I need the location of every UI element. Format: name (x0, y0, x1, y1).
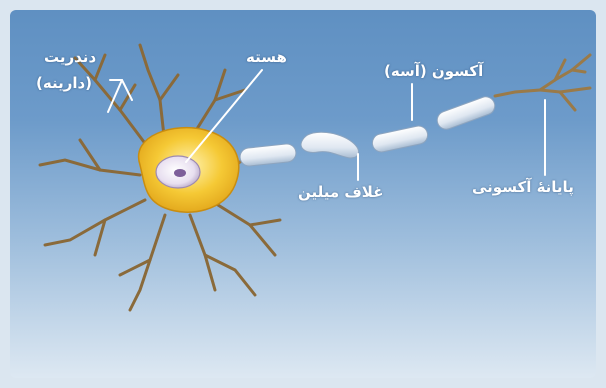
nucleus (156, 156, 200, 188)
label-dendrite-line2: (دارینه) (36, 74, 92, 92)
label-nucleus: هسته (246, 48, 287, 66)
label-dendrite-line1: دندریت (44, 48, 96, 66)
label-axon-terminal: پایانهٔ آکسونی (472, 178, 574, 196)
label-axon: آکسون (آسه) (384, 62, 483, 80)
label-myelin: غلاف میلین (298, 183, 383, 201)
myelin-sheath (239, 94, 497, 167)
